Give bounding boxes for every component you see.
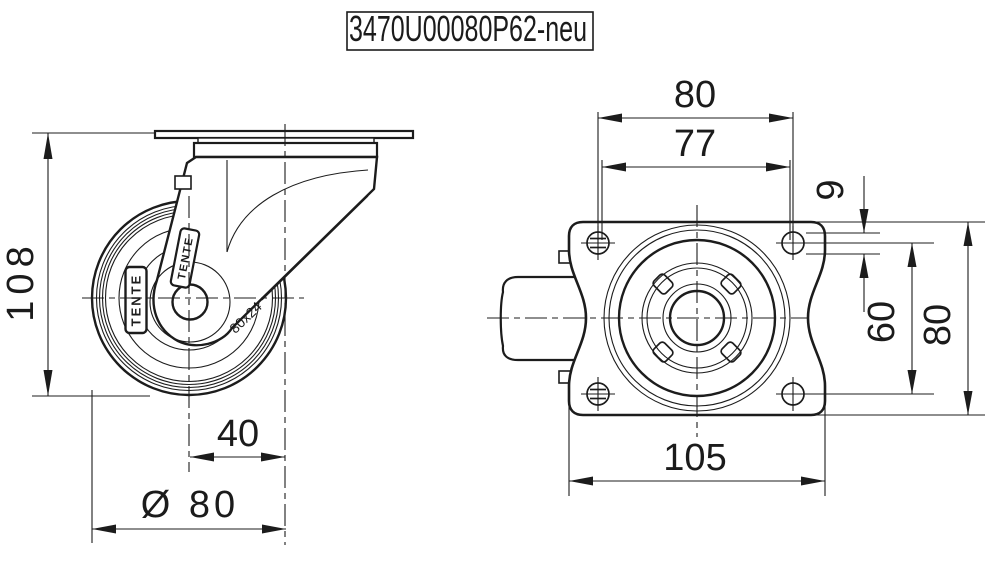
dimension-bolt-spacing-y: 60 — [806, 242, 934, 395]
arrowhead-up — [859, 254, 869, 278]
dimension-plate-width: 80 — [815, 221, 985, 416]
dim-height-label: 108 — [0, 240, 42, 321]
arrowhead-down — [907, 370, 917, 394]
top-view: 80 77 9 60 — [487, 74, 985, 496]
brand-label-wheel: TENTE — [124, 265, 148, 335]
fork-edge-thickness — [261, 195, 369, 301]
mounting-plate-side — [153, 129, 415, 140]
dim-wheel-diameter-label: Ø 80 — [141, 484, 239, 526]
dim-bolt-spacing-x-label: 80 — [674, 74, 716, 116]
swivel-head — [153, 129, 415, 159]
fork-tab — [174, 175, 192, 190]
arrowhead-down — [43, 370, 53, 396]
arrowhead-left — [190, 452, 214, 462]
arrowhead-down — [963, 391, 973, 415]
title-block: 3470U00080P62-neu — [346, 8, 594, 51]
brand-label-fork: TENTE — [169, 227, 201, 289]
arrowhead-left — [598, 113, 622, 123]
dimension-total-length: 105 — [568, 385, 826, 496]
dimension-hole-9: 9 — [806, 176, 880, 312]
arrowhead-right — [261, 452, 285, 462]
arrowhead-right — [262, 524, 286, 534]
dimension-slot-spacing-x: 77 — [601, 123, 791, 240]
dim-plate-width-label: 80 — [917, 304, 959, 346]
arrowhead-right — [769, 113, 793, 123]
brand-label-frame — [169, 227, 201, 289]
drawing-title: 3470U00080P62-neu — [349, 8, 587, 49]
arrowhead-left — [569, 476, 593, 486]
arrowhead-right — [801, 476, 825, 486]
arrowhead-left — [92, 524, 116, 534]
rivet-slot — [652, 341, 674, 363]
arrowhead-up — [43, 133, 53, 159]
dimension-wheel-diameter: Ø 80 — [91, 390, 286, 543]
bolt-holes — [581, 226, 810, 411]
dimension-height-108: 108 — [0, 132, 155, 397]
arrowhead-left — [602, 162, 626, 172]
dimension-bolt-spacing-x: 80 — [597, 74, 794, 240]
bolt-hole-bottom-right — [776, 377, 810, 411]
arrowhead-right — [766, 162, 790, 172]
arrowhead-up — [907, 243, 917, 267]
dim-hole-label: 9 — [810, 179, 852, 200]
rivet-slot — [720, 273, 742, 295]
rivet-slot — [720, 341, 742, 363]
axle-bolt — [171, 283, 209, 321]
brand-text: TENTE — [129, 274, 144, 327]
fork-inner-curve — [226, 169, 369, 253]
title-box — [346, 11, 594, 51]
dimension-offset-40: 40 — [190, 413, 285, 462]
dim-bolt-spacing-y-label: 60 — [861, 301, 903, 343]
bolt-hole-bottom-left — [581, 377, 615, 411]
arrowhead-down — [859, 209, 869, 233]
brand-label-frame — [124, 265, 148, 335]
dim-slot-spacing-x-label: 77 — [674, 123, 716, 165]
rivet-slot — [652, 273, 674, 295]
dim-total-length-label: 105 — [663, 437, 726, 479]
dim-offset-label: 40 — [217, 413, 259, 455]
side-view: TENTE TENTE 80x24 108 40 — [0, 124, 415, 545]
arrowhead-up — [963, 222, 973, 246]
